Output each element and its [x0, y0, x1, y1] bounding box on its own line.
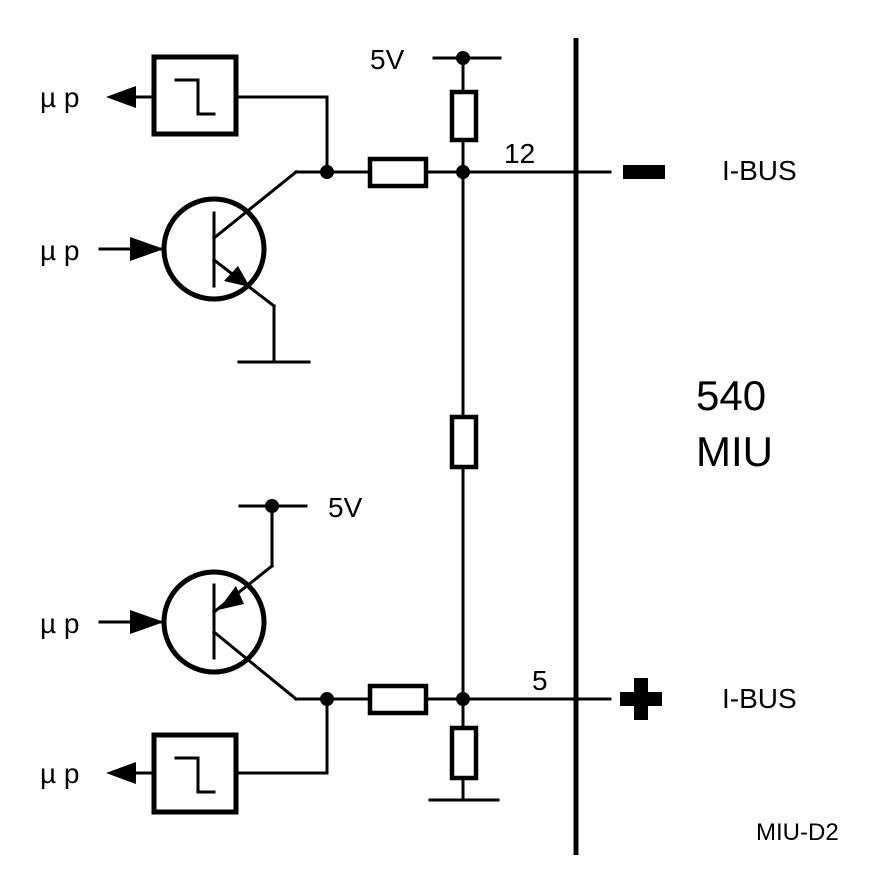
top-receiver-label: µ p	[40, 82, 79, 113]
bottom-receiver-label: µ p	[40, 758, 79, 789]
top-driver-label: µ p	[40, 235, 79, 266]
input-arrow-icon	[130, 237, 164, 261]
minus-icon	[623, 165, 665, 179]
module-number: 540	[696, 372, 766, 419]
schmitt-trigger-icon	[174, 756, 216, 794]
top-pin-number: 12	[504, 138, 535, 169]
bottom-pin-number: 5	[532, 665, 548, 696]
input-arrow-icon	[130, 610, 164, 634]
plus-icon	[620, 678, 662, 720]
bottom-supply-label: 5V	[328, 492, 363, 523]
module-name: MIU	[696, 428, 773, 475]
top-pullup-resistor	[449, 89, 479, 143]
npn-collector-wire	[211, 169, 299, 241]
bottom-driver-label: µ p	[40, 608, 79, 639]
schmitt-trigger-icon	[174, 78, 216, 116]
bottom-pulldown-resistor	[449, 725, 479, 781]
npn-emitter-arrow	[224, 266, 250, 287]
top-supply-label: 5V	[370, 44, 405, 75]
middle-termination-resistor	[449, 414, 479, 470]
pnp-collector-wire	[211, 629, 299, 702]
figure-id: MIU-D2	[756, 819, 839, 846]
output-arrow-icon	[106, 762, 136, 784]
bottom-bus-label: I-BUS	[722, 683, 797, 714]
output-arrow-icon	[106, 86, 136, 108]
top-schmitt-trigger	[151, 54, 239, 137]
bottom-series-resistor	[367, 683, 429, 716]
pnp-emitter-arrow	[218, 586, 244, 610]
top-series-resistor	[367, 156, 429, 189]
bottom-schmitt-trigger	[151, 732, 239, 815]
top-bus-label: I-BUS	[722, 155, 797, 186]
